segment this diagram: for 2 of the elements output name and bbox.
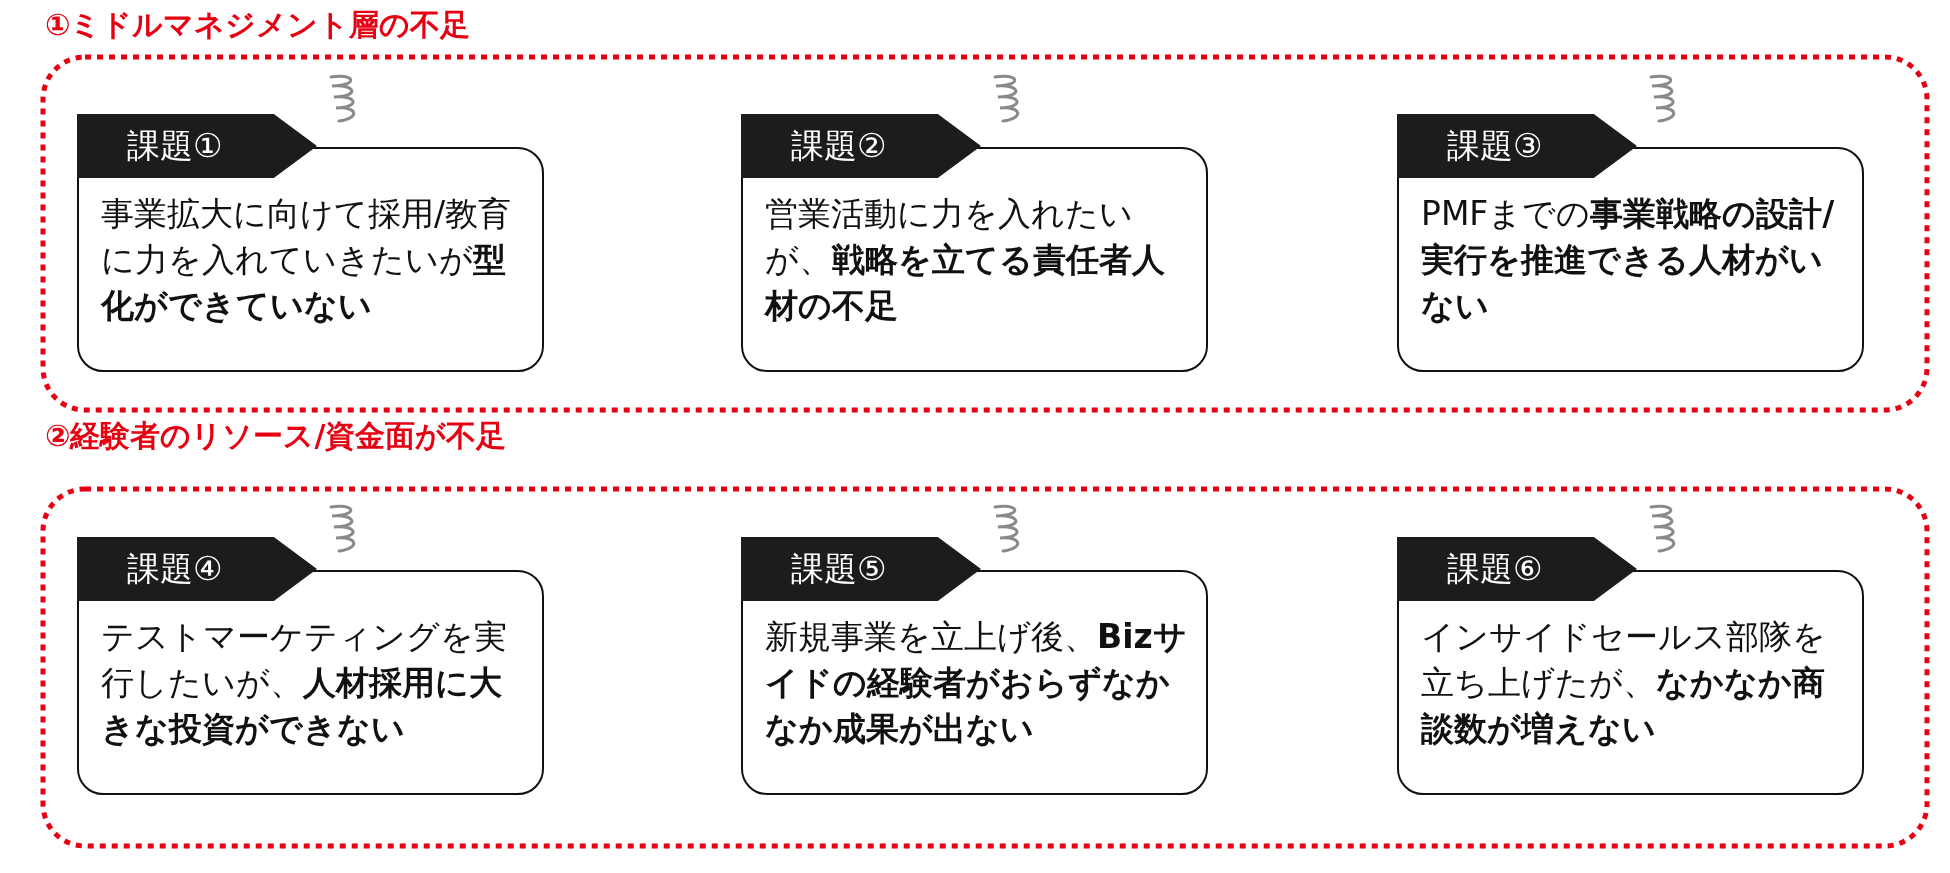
group-heading: ①ミドルマネジメント層の不足 [45, 8, 471, 42]
group-heading: ②経験者のリソース/資金面が不足 [45, 419, 507, 453]
